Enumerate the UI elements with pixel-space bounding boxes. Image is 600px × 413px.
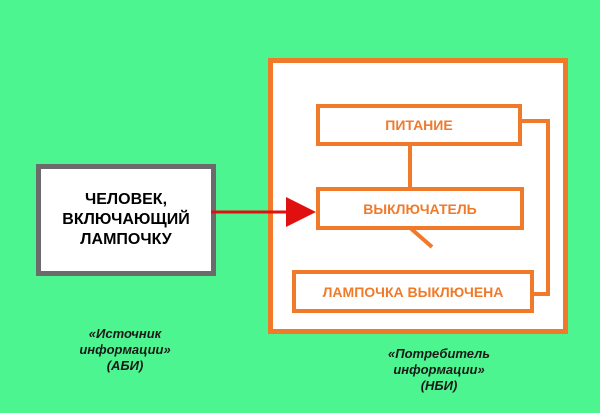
switch-label: ВЫКЛЮЧАТЕЛЬ: [363, 200, 477, 217]
lamp-label: ЛАМПОЧКА ВЫКЛЮЧЕНА: [322, 283, 504, 300]
source-box: ЧЕЛОВЕК, ВКЛЮЧАЮЩИЙ ЛАМПОЧКУ: [36, 164, 216, 276]
power-label: ПИТАНИЕ: [385, 117, 453, 133]
return-loop: [518, 119, 550, 296]
power-node: ПИТАНИЕ: [316, 104, 522, 146]
consumer-caption: «Потребитель информации» (НБИ): [388, 346, 490, 393]
switch-node: ВЫКЛЮЧАТЕЛЬ: [316, 187, 524, 230]
source-label: ЧЕЛОВЕК, ВКЛЮЧАЮЩИЙ ЛАМПОЧКУ: [62, 191, 190, 248]
source-caption: «Источник информации» (АБИ): [79, 326, 171, 373]
lamp-node: ЛАМПОЧКА ВЫКЛЮЧЕНА: [292, 270, 534, 313]
